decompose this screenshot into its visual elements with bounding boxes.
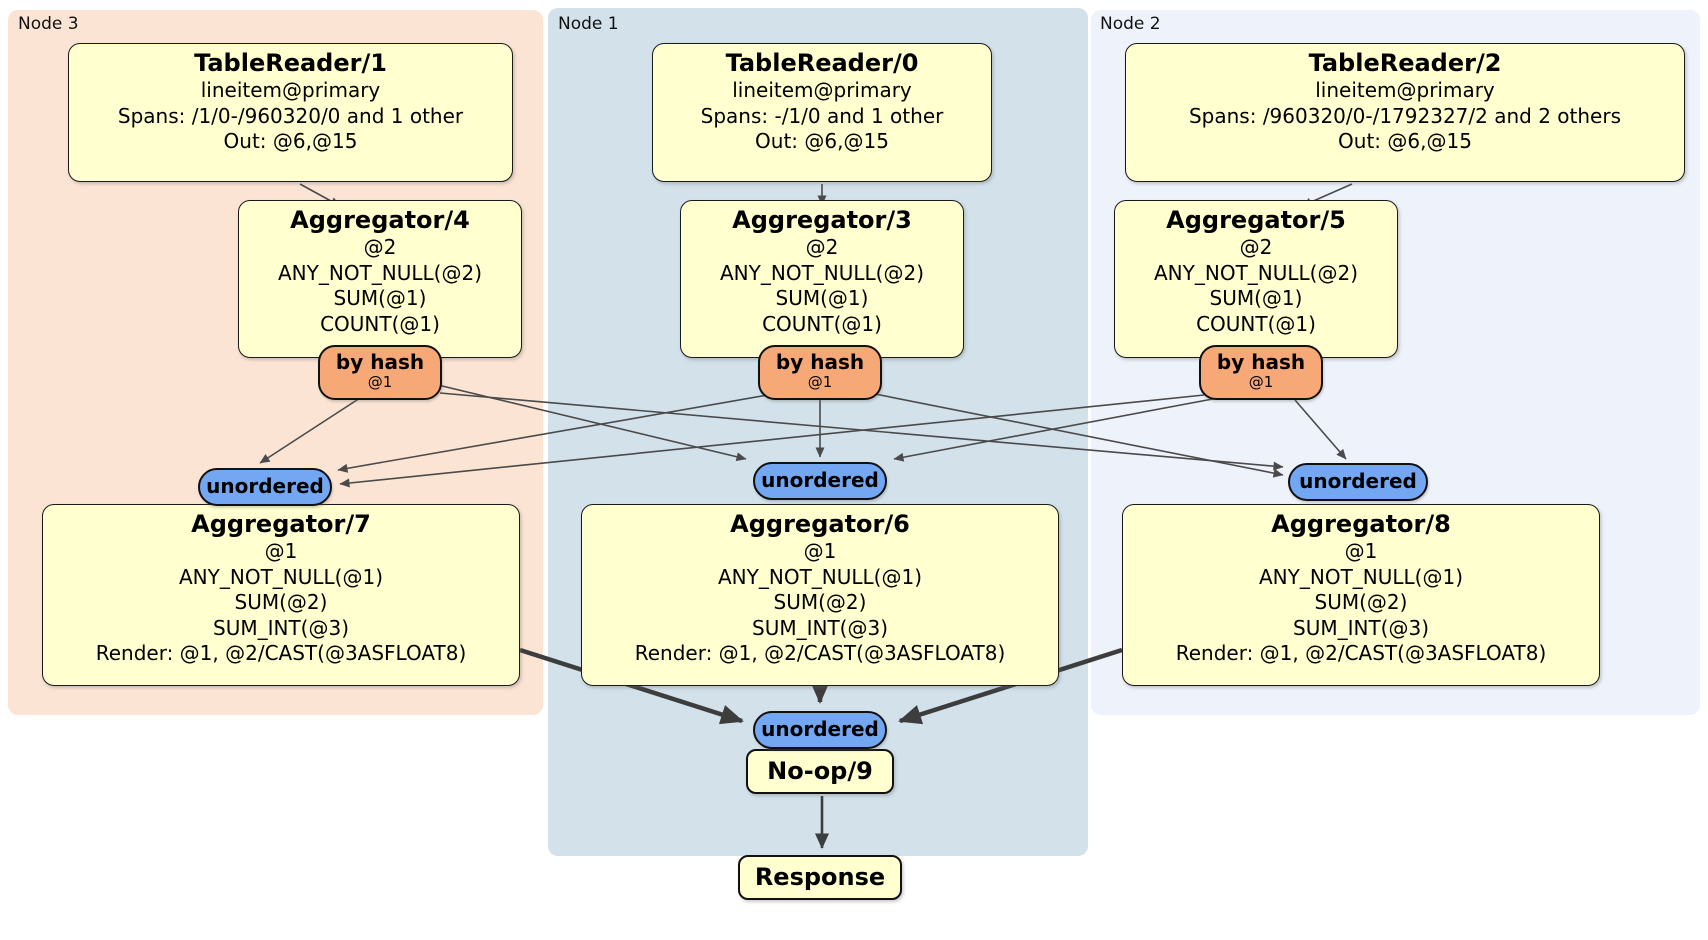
processor-title: Aggregator/8 bbox=[1271, 510, 1451, 538]
processor-title: Aggregator/4 bbox=[290, 206, 470, 234]
processor-detail: Render: @1, @2/CAST(@3ASFLOAT8) bbox=[634, 641, 1006, 665]
region-node3-label: Node 3 bbox=[18, 14, 79, 34]
processor-detail: lineitem@primary bbox=[200, 78, 381, 102]
processor-tablereader-1: TableReader/1 lineitem@primary Spans: /1… bbox=[68, 43, 513, 182]
processor-title: TableReader/2 bbox=[1308, 49, 1502, 77]
processor-detail: @1 bbox=[1344, 539, 1378, 563]
processor-detail: Out: @6,@15 bbox=[223, 129, 358, 153]
processor-aggregator-4: Aggregator/4 @2 ANY_NOT_NULL(@2) SUM(@1)… bbox=[238, 200, 522, 358]
router-hash-key: @1 bbox=[367, 373, 393, 391]
stream-unordered-node2: unordered bbox=[1288, 463, 1428, 501]
processor-detail: SUM(@1) bbox=[333, 286, 427, 310]
processor-detail: ANY_NOT_NULL(@1) bbox=[1259, 564, 1463, 589]
router-label: by hash bbox=[1216, 350, 1306, 374]
region-node2-label: Node 2 bbox=[1100, 14, 1161, 34]
processor-detail: SUM_INT(@3) bbox=[1293, 615, 1429, 640]
processor-detail: Spans: /960320/0-/1792327/2 and 2 others bbox=[1188, 103, 1621, 128]
processor-title: Aggregator/6 bbox=[730, 510, 910, 538]
processor-detail: ANY_NOT_NULL(@1) bbox=[179, 564, 383, 589]
processor-detail: Spans: /1/0-/960320/0 and 1 other bbox=[117, 103, 464, 128]
stream-unordered-node3: unordered bbox=[198, 468, 332, 506]
processor-detail: Render: @1, @2/CAST(@3ASFLOAT8) bbox=[1175, 641, 1547, 665]
processor-aggregator-5: Aggregator/5 @2 ANY_NOT_NULL(@2) SUM(@1)… bbox=[1114, 200, 1398, 358]
region-node1-label: Node 1 bbox=[558, 14, 619, 34]
processor-tablereader-2: TableReader/2 lineitem@primary Spans: /9… bbox=[1125, 43, 1685, 182]
router-by-hash-node1: by hash @1 bbox=[758, 345, 882, 400]
processor-title: Aggregator/3 bbox=[732, 206, 912, 234]
processor-detail: COUNT(@1) bbox=[1196, 311, 1316, 336]
processor-detail: SUM(@2) bbox=[1314, 590, 1408, 614]
processor-aggregator-7: Aggregator/7 @1 ANY_NOT_NULL(@1) SUM(@2)… bbox=[42, 504, 520, 686]
processor-detail: Out: @6,@15 bbox=[755, 129, 889, 153]
processor-noop-9: No-op/9 bbox=[746, 749, 894, 794]
router-label: by hash bbox=[775, 350, 865, 374]
processor-detail: ANY_NOT_NULL(@2) bbox=[720, 260, 924, 285]
processor-title: Aggregator/7 bbox=[191, 510, 371, 538]
stream-unordered-merge: unordered bbox=[753, 711, 887, 749]
processor-detail: SUM_INT(@3) bbox=[213, 615, 349, 640]
processor-detail: SUM(@2) bbox=[234, 590, 328, 614]
processor-detail: @2 bbox=[363, 235, 397, 259]
processor-detail: SUM(@1) bbox=[775, 286, 869, 310]
processor-detail: Render: @1, @2/CAST(@3ASFLOAT8) bbox=[95, 641, 467, 665]
stream-unordered-node1: unordered bbox=[753, 462, 887, 500]
router-hash-key: @1 bbox=[1248, 373, 1274, 391]
processor-detail: SUM(@2) bbox=[773, 590, 867, 614]
processor-detail: lineitem@primary bbox=[1315, 78, 1495, 102]
router-label: by hash bbox=[335, 350, 425, 374]
processor-detail: COUNT(@1) bbox=[320, 311, 440, 336]
processor-title: Aggregator/5 bbox=[1166, 206, 1346, 234]
processor-aggregator-3: Aggregator/3 @2 ANY_NOT_NULL(@2) SUM(@1)… bbox=[680, 200, 964, 358]
processor-detail: SUM_INT(@3) bbox=[752, 615, 888, 640]
router-hash-key: @1 bbox=[807, 373, 833, 391]
processor-detail: @2 bbox=[805, 235, 839, 259]
processor-aggregator-6: Aggregator/6 @1 ANY_NOT_NULL(@1) SUM(@2)… bbox=[581, 504, 1059, 686]
processor-title: TableReader/1 bbox=[194, 49, 387, 77]
response-node: Response bbox=[738, 855, 902, 900]
processor-detail: @1 bbox=[264, 539, 298, 563]
processor-title: TableReader/0 bbox=[725, 49, 919, 77]
router-by-hash-node3: by hash @1 bbox=[318, 345, 442, 400]
processor-detail: ANY_NOT_NULL(@2) bbox=[1154, 260, 1358, 285]
processor-detail: ANY_NOT_NULL(@2) bbox=[278, 260, 482, 285]
processor-detail: ANY_NOT_NULL(@1) bbox=[718, 564, 922, 589]
processor-detail: Out: @6,@15 bbox=[1338, 129, 1472, 153]
router-by-hash-node2: by hash @1 bbox=[1199, 345, 1323, 400]
processor-detail: lineitem@primary bbox=[732, 78, 912, 102]
processor-detail: COUNT(@1) bbox=[762, 311, 882, 336]
processor-detail: @1 bbox=[803, 539, 837, 563]
processor-detail: Spans: -/1/0 and 1 other bbox=[700, 103, 944, 128]
processor-detail: SUM(@1) bbox=[1209, 286, 1303, 310]
processor-aggregator-8: Aggregator/8 @1 ANY_NOT_NULL(@1) SUM(@2)… bbox=[1122, 504, 1600, 686]
processor-detail: @2 bbox=[1239, 235, 1273, 259]
processor-tablereader-0: TableReader/0 lineitem@primary Spans: -/… bbox=[652, 43, 992, 182]
